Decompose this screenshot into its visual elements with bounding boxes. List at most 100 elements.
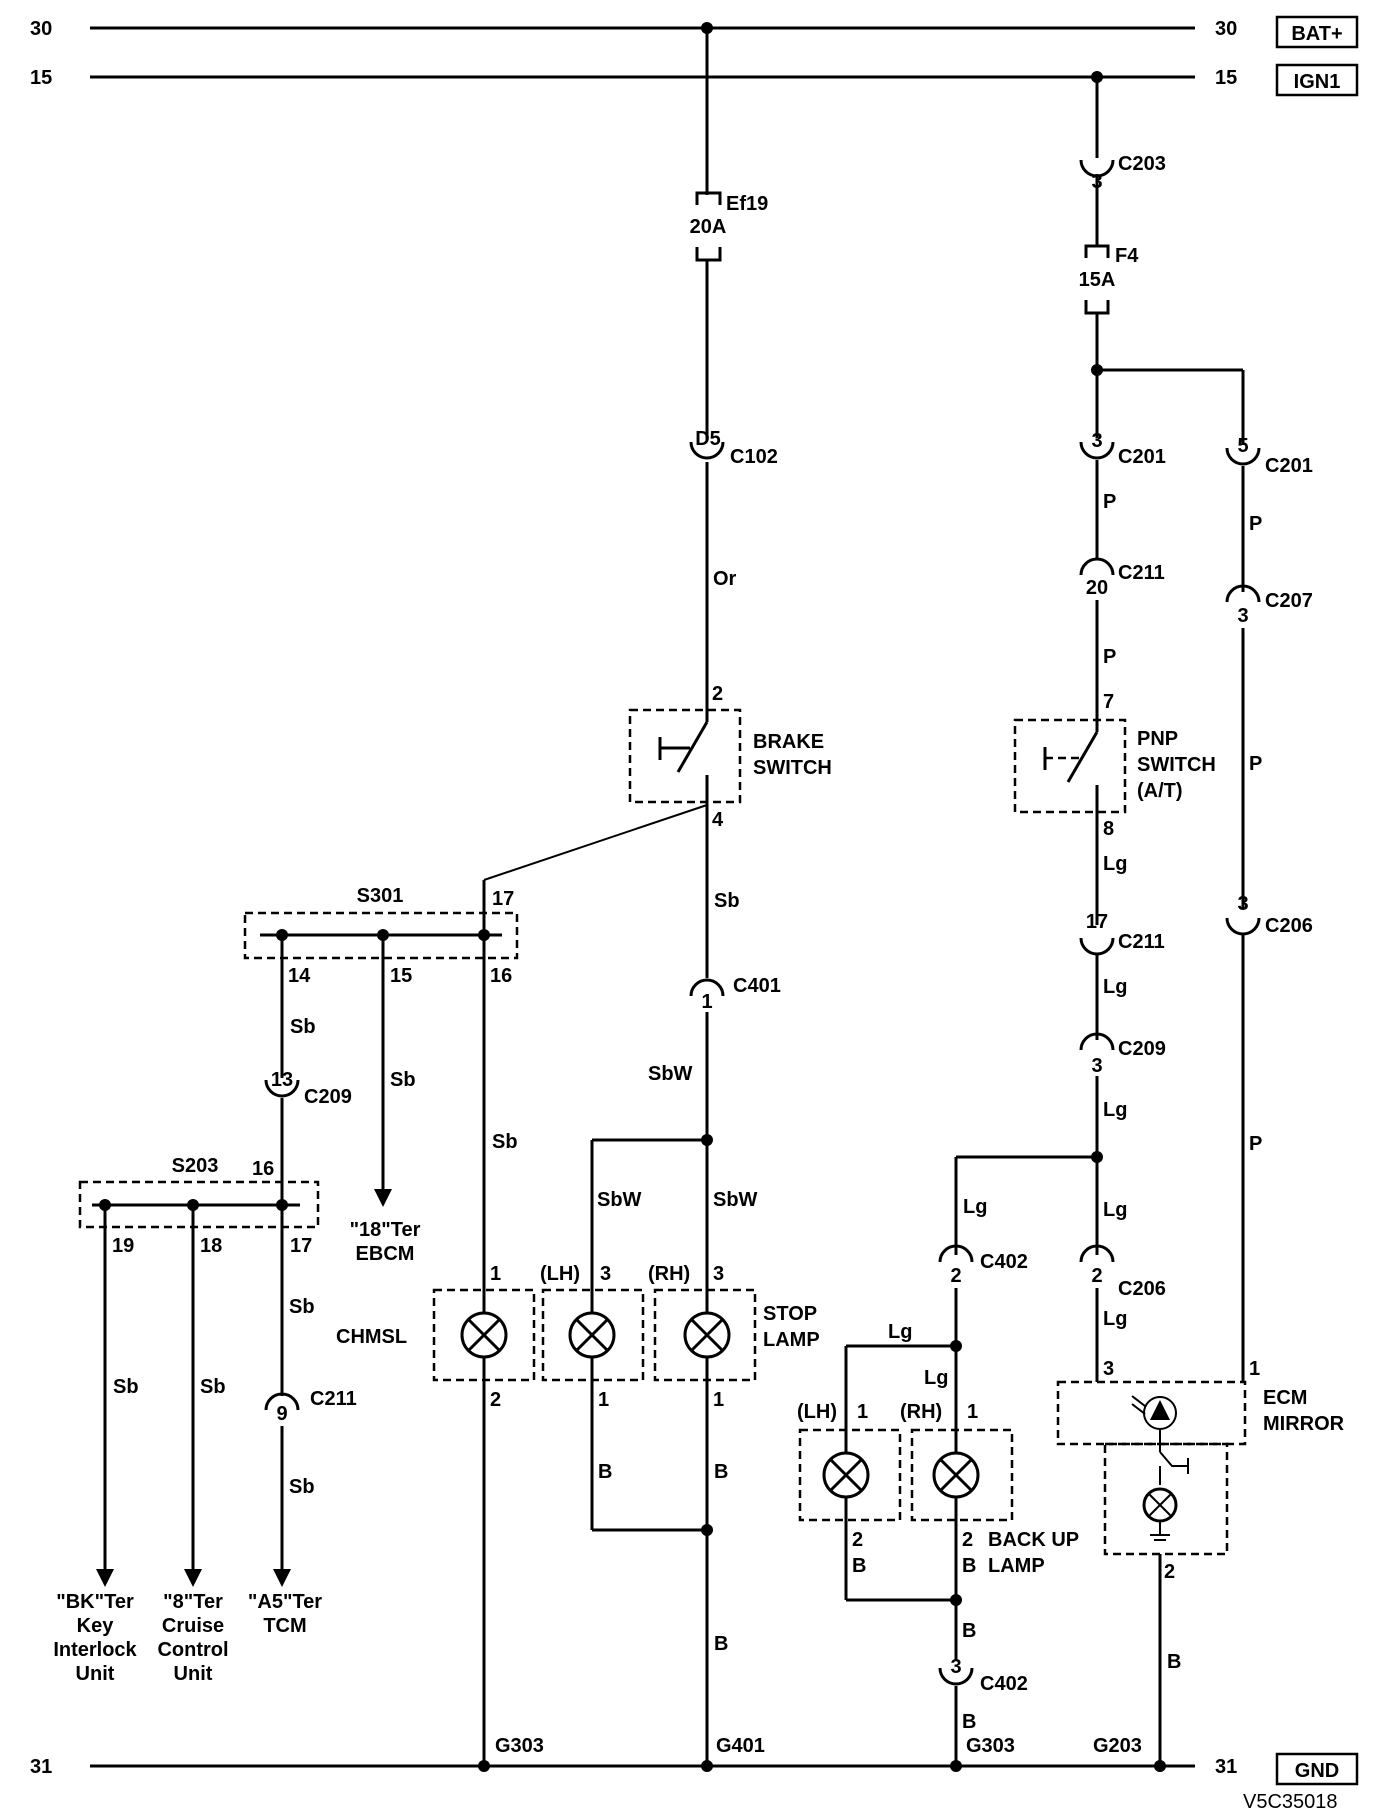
stop-lamp-lh-pin-bottom: 1 — [598, 1389, 609, 1411]
stop-lamp-lh-pin-top: 3 — [600, 1263, 611, 1285]
rail-ign: 15 15 IGN1 — [30, 63, 1359, 97]
wire-b-label-5: B — [962, 1555, 976, 1577]
ecm-mirror-pin-3: 3 — [1103, 1358, 1114, 1380]
brake-circuit: Ef19 20A D5 C102 Or 2 BRAKE SWITCH 4 Sb — [336, 22, 832, 1772]
wire-b-label-6: B — [962, 1620, 976, 1642]
connector-c201a-pin: 3 — [1091, 430, 1102, 452]
connector-c203-name: C203 — [1118, 153, 1166, 175]
connector-c211c-pin: 9 — [276, 1403, 287, 1425]
connector-c206a-name: C206 — [1265, 915, 1313, 937]
stop-lamp-label-2: LAMP — [763, 1329, 820, 1351]
dest-cruise-line-2: Cruise — [162, 1615, 224, 1637]
wire-sb-label-1: Sb — [714, 890, 740, 912]
wire-lg-label-1: Lg — [1103, 853, 1127, 875]
backup-lamp-lh-pin-top: 1 — [857, 1401, 868, 1423]
wire-sbw-label-1: SbW — [648, 1063, 693, 1085]
connector-c207-pin: 3 — [1237, 605, 1248, 627]
connector-c211b: 17 C211 — [1079, 911, 1165, 956]
connector-c211b-name: C211 — [1118, 931, 1165, 953]
brake-switch-pin-top: 2 — [712, 683, 723, 705]
brake-switch: 2 BRAKE SWITCH 4 — [628, 683, 832, 831]
rail-gnd-right-number: 31 — [1215, 1756, 1237, 1778]
rail-bat-tag: BAT+ — [1291, 23, 1342, 45]
wire-p-label-3: P — [1249, 513, 1262, 535]
brake-switch-label-2: SWITCH — [753, 757, 832, 779]
backup-lamp-lh: (LH) 1 2 B — [797, 1401, 902, 1600]
backup-lamp-rh-pin-top: 1 — [967, 1401, 978, 1423]
pnp-switch-label-1: PNP — [1137, 728, 1178, 750]
connector-c206a-pin: 3 — [1237, 893, 1248, 915]
splice-s203-pin-16: 16 — [252, 1158, 274, 1180]
dest-cruise-line-1: "8"Ter — [163, 1591, 223, 1613]
chmsl-label: CHMSL — [336, 1326, 407, 1348]
connector-c211c-name: C211 — [310, 1388, 357, 1410]
backup-lamp-rh-pin-bottom: 2 — [962, 1529, 973, 1551]
dest-tcm-line-2: TCM — [263, 1615, 306, 1637]
connector-c211a-pin: 20 — [1086, 577, 1108, 599]
connector-c401-name: C401 — [733, 975, 781, 997]
connector-c209b-pin: 3 — [1091, 1055, 1102, 1077]
backup-lamp-lh-pin-bottom: 2 — [852, 1529, 863, 1551]
connector-c206a: 3 C206 — [1225, 893, 1313, 937]
stop-lamp-label-1: STOP — [763, 1303, 817, 1325]
wire-sb-14-label: Sb — [290, 1016, 316, 1038]
wire-lg-label-2: Lg — [1103, 976, 1127, 998]
ground-g303-b: G303 — [966, 1735, 1015, 1757]
pnp-switch-pin-bottom: 8 — [1103, 818, 1114, 840]
ground-g401: G401 — [716, 1735, 765, 1757]
wire-lg-label-6: Lg — [1103, 1308, 1127, 1330]
connector-c402b-name: C402 — [980, 1673, 1028, 1695]
dest-tcm-line-1: "A5"Ter — [248, 1591, 322, 1613]
connector-c102: D5 C102 — [689, 428, 778, 468]
fuse-ef19: Ef19 20A — [690, 191, 768, 262]
rail-ign-right-number: 15 — [1215, 67, 1237, 89]
brake-switch-label-1: BRAKE — [753, 731, 824, 753]
pnp-switch: 7 PNP SWITCH (A/T) 8 — [1013, 691, 1216, 840]
rail-gnd-left-number: 31 — [30, 1756, 52, 1778]
splice-s203-pin-18: 18 — [200, 1235, 222, 1257]
stop-lamp-lh-label: (LH) — [540, 1263, 580, 1285]
dest-key-line-4: Unit — [76, 1663, 115, 1685]
fuse-f4-rating: 15A — [1079, 269, 1116, 291]
stop-lamp-rh-pin-bottom: 1 — [713, 1389, 724, 1411]
wire-lg-label-7: Lg — [888, 1321, 912, 1343]
wire-p-label-2: P — [1103, 646, 1116, 668]
connector-c209b-name: C209 — [1118, 1038, 1166, 1060]
rail-bat-right-number: 30 — [1215, 18, 1237, 40]
chmsl-lamp: 1 CHMSL 2 — [336, 1263, 536, 1411]
rail-ign-left-number: 15 — [30, 67, 52, 89]
splice-s203-name: S203 — [172, 1155, 219, 1177]
dest-key-line-2: Key — [77, 1615, 115, 1637]
ecm-mirror-label-2: MIRROR — [1263, 1413, 1345, 1435]
connector-c207: 3 C207 — [1225, 584, 1313, 627]
pnp-switch-pin-top: 7 — [1103, 691, 1114, 713]
pnp-switch-label-2: SWITCH — [1137, 754, 1216, 776]
backup-lamp-lh-label: (LH) — [797, 1401, 837, 1423]
wire-or-label: Or — [713, 568, 737, 590]
connector-c402a: 2 C402 — [938, 1244, 1028, 1287]
connector-c402b-pin: 3 — [950, 1656, 961, 1678]
connector-c401: 1 C401 — [689, 975, 781, 1013]
wire-sb-s301-16-label: Sb — [492, 1131, 518, 1153]
splice-s301-pin-14: 14 — [288, 965, 311, 987]
fuse-ef19-name: Ef19 — [726, 193, 768, 215]
wire-b-label-3: B — [714, 1633, 728, 1655]
backup-lamp-rh-label: (RH) — [900, 1401, 942, 1423]
splice-s301-pin-17: 17 — [492, 888, 514, 910]
wire-sb-18-label: Sb — [200, 1376, 226, 1398]
stop-lamp-rh-label: (RH) — [648, 1263, 690, 1285]
connector-c402a-pin: 2 — [950, 1265, 961, 1287]
diagram-code: V5C35018 — [1243, 1791, 1338, 1813]
connector-c209b: 3 C209 — [1079, 1032, 1166, 1077]
wire-lg-label-5: Lg — [1103, 1199, 1127, 1221]
ecm-mirror-label-1: ECM — [1263, 1387, 1307, 1409]
dest-cruise-line-4: Unit — [174, 1663, 213, 1685]
connector-c102-pin: D5 — [695, 428, 721, 450]
rail-gnd: 31 31 GND — [30, 1752, 1359, 1786]
wire-sb-17-label: Sb — [289, 1296, 315, 1318]
stop-lamp-rh: (RH) 3 1 STOP LAMP — [648, 1250, 820, 1411]
ecm-mirror: 3 1 ECM MIRROR 2 — [1056, 1358, 1345, 1583]
connector-c201b-name: C201 — [1265, 455, 1313, 477]
backup-lamp-label-2: LAMP — [988, 1555, 1045, 1577]
